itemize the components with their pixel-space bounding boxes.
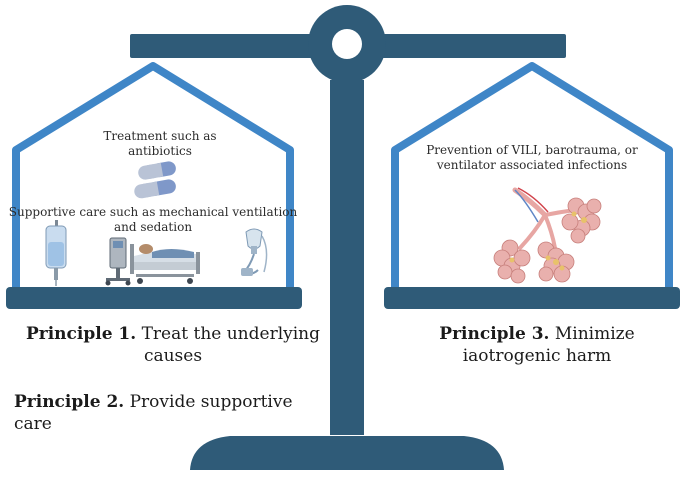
principle-3: Principle 3. Minimize iaotrogenic harm: [392, 323, 682, 367]
left-treatment-text-2: antibiotics: [128, 144, 192, 158]
principle-1: Principle 1. Treat the underlying causes: [8, 323, 338, 367]
left-supportive-text-1: Supportive care such as mechanical venti…: [9, 205, 298, 219]
left-treatment-text-1: Treatment such as: [103, 129, 216, 143]
principle-3-text: Minimize iaotrogenic harm: [462, 324, 635, 366]
principle-1-label: Principle 1.: [25, 324, 137, 344]
right-pan-tray: [384, 287, 680, 309]
left-supportive-text-2: and sedation: [114, 220, 192, 234]
right-pan: Prevention of VILI, barotrauma, or venti…: [384, 62, 680, 309]
iv-bag-icon: [45, 220, 67, 286]
principle-3-label: Principle 3.: [439, 324, 550, 344]
right-house-outline: [391, 62, 673, 290]
principle-2: Principle 2. Provide supportive care: [8, 391, 324, 435]
scale-base: [190, 436, 504, 470]
principle-1-text: Treat the underlying causes: [141, 324, 321, 366]
left-pan-tray: [6, 287, 302, 309]
principle-2-text: Provide supportive care: [14, 392, 293, 434]
lungs-alveoli-icon: [493, 187, 602, 284]
right-prevention-text-1: Prevention of VILI, barotrauma, or: [426, 143, 638, 157]
ventilator-icon: [105, 237, 131, 286]
pill-capsule-icon: [134, 161, 176, 199]
left-house-outline: [12, 62, 294, 290]
principle-2-label: Principle 2.: [14, 392, 125, 412]
oxygen-mask-icon: [241, 228, 268, 276]
hospital-bed-icon: [130, 244, 200, 284]
right-prevention-text-2: ventilator associated infections: [436, 158, 627, 172]
left-pan: Treatment such as antibiotics Supportive…: [6, 62, 302, 309]
scale-pivot-hole: [332, 29, 362, 59]
scale-post: [330, 80, 364, 435]
